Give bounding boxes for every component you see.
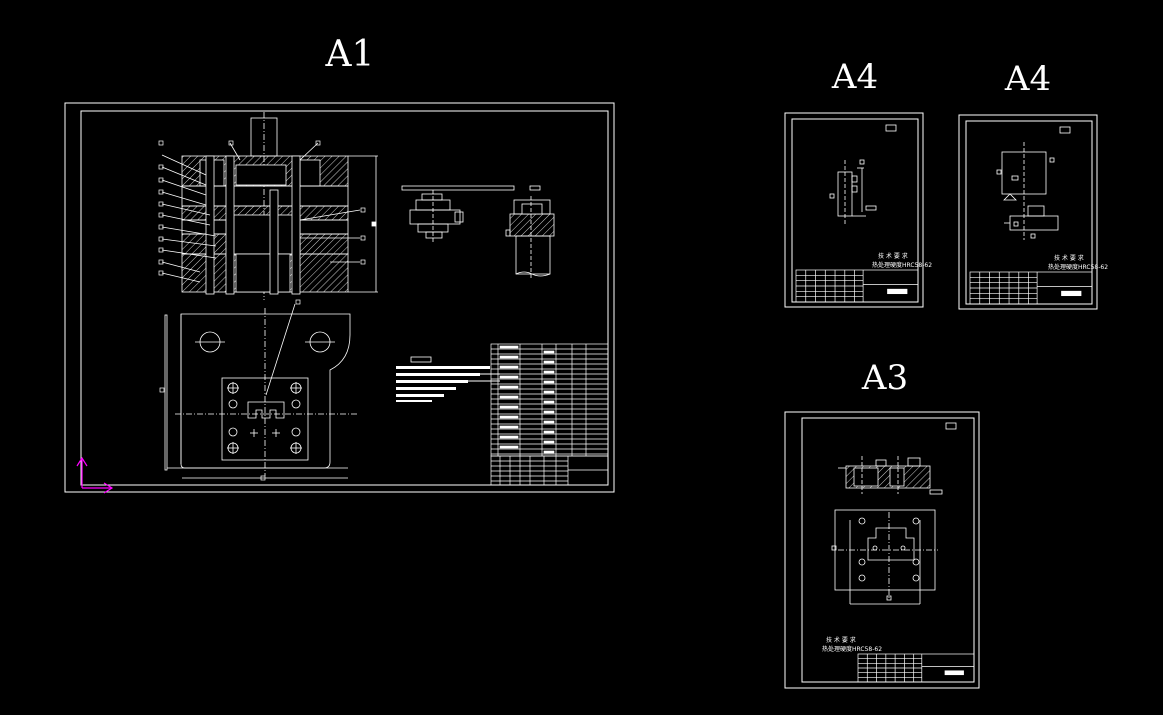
title-block-name [1061, 290, 1082, 297]
a1-parts-list-table [490, 343, 609, 457]
a1-outer-border [64, 102, 615, 493]
a3-title-block [857, 653, 975, 683]
a4-left-title-block [795, 269, 919, 303]
parts-list-entry [499, 355, 519, 359]
parts-list-entry [543, 410, 555, 414]
parts-list-entry [543, 400, 555, 404]
sheet-a3[interactable]: A3 技 术 [784, 358, 980, 689]
a4-right-roughness-mark [1059, 126, 1071, 134]
parts-list-entry [543, 360, 555, 364]
a4-left-outer-border [784, 112, 924, 308]
die-plan-view[interactable] [164, 303, 358, 479]
a4-right-outer-border [958, 114, 1098, 310]
a4-left-inner-border [791, 118, 919, 303]
parts-list-entry [543, 440, 555, 444]
a4-right-inner-border [965, 120, 1093, 305]
sheet-a1[interactable]: A1 [64, 34, 615, 494]
parts-list-entry [499, 365, 519, 369]
plan-view-holes [227, 382, 302, 454]
title-block-frame [490, 455, 609, 486]
parts-list-entry [543, 350, 555, 354]
title-block-name [944, 670, 964, 676]
parts-list-entry [543, 370, 555, 374]
sheet-a1-label: A1 [325, 34, 375, 75]
die-assembly-section-view[interactable] [161, 112, 378, 300]
parts-list-entry [499, 385, 519, 389]
parts-list-entry [499, 345, 519, 349]
sheet-a4-left-label: A4 [831, 57, 878, 97]
a4-left-tech-title: 技 术 要 求 [878, 252, 908, 260]
a4-left-part-drawing[interactable] [829, 159, 877, 225]
a3-outer-border [784, 411, 980, 689]
balloon-markers [158, 140, 366, 481]
a4-right-tech-title: 技 术 要 求 [1054, 254, 1084, 262]
title-block-name [887, 288, 908, 295]
parts-list-entry [499, 425, 519, 429]
strip-layout-view[interactable] [401, 185, 555, 278]
parts-list-entry [499, 415, 519, 419]
parts-list-entry [543, 430, 555, 434]
sheet-a3-label: A3 [861, 358, 908, 398]
a3-part-section-view[interactable] [838, 456, 943, 495]
a4-right-title-block [969, 271, 1093, 305]
parts-list-entry [499, 395, 519, 399]
parts-list-entry [543, 380, 555, 384]
a1-technical-notes [396, 356, 500, 402]
parts-list-entry [499, 375, 519, 379]
parts-list-entry [499, 435, 519, 439]
sheet-a4-left[interactable]: A4 技 术 要 求 热处理硬度HRC58-62 [784, 57, 932, 308]
a1-title-block [490, 455, 609, 486]
a3-roughness-mark [945, 422, 957, 430]
parts-list-entry [543, 420, 555, 424]
parts-list-entry [543, 390, 555, 394]
sheet-a4-right-label: A4 [1004, 59, 1051, 99]
ucs-axis-icon [76, 456, 114, 494]
sheet-a4-right[interactable]: A4 技 术 要 求 热处理硬度HRC58-62 [958, 59, 1108, 310]
a4-right-part-drawing[interactable] [996, 142, 1059, 240]
a3-part-plan-view[interactable] [831, 509, 938, 605]
a4-right-tech-line: 热处理硬度HRC58-62 [1048, 263, 1108, 271]
a4-left-roughness-mark [885, 124, 897, 132]
a4-left-tech-line: 热处理硬度HRC58-62 [872, 261, 932, 269]
parts-list-entry [499, 405, 519, 409]
parts-list-entry [499, 445, 519, 449]
a1-inner-border [80, 110, 609, 486]
a3-tech-line: 热处理硬度HRC58-62 [822, 645, 882, 653]
a3-tech-title: 技 术 要 求 [826, 636, 856, 644]
parts-list-entry [543, 450, 555, 454]
